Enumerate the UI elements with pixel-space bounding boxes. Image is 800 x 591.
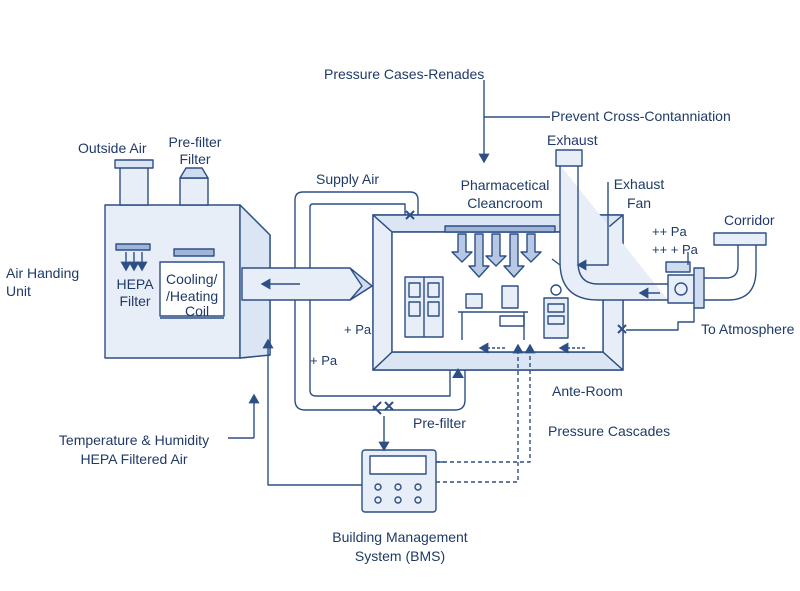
corridor-duct bbox=[693, 232, 767, 309]
label-plus-pa-1: ++ Pa bbox=[652, 224, 687, 239]
label-cooling-heating: Cooling/ /Heating bbox=[166, 271, 219, 304]
label-pa-1: + Pa bbox=[344, 322, 372, 337]
label-coil: Coil bbox=[185, 303, 210, 319]
bms-panel-icon bbox=[361, 449, 437, 513]
fan-icon bbox=[665, 261, 695, 304]
label-pressure-cascades: Pressure Cascades bbox=[548, 423, 671, 439]
label-exhaust-fan: Exhaust Fan bbox=[613, 176, 665, 211]
label-temp-humidity: Temperature & Humidity HEPA Filtered Air bbox=[58, 432, 210, 467]
label-corridor: Corridor bbox=[724, 212, 775, 228]
label-ante-room: Ante-Room bbox=[552, 383, 623, 399]
label-exhaust: Exhaust bbox=[547, 132, 598, 148]
label-air-handling-unit: Air Handing Unit bbox=[6, 265, 80, 299]
label-hepa-filter: HEPA Filter bbox=[116, 276, 154, 309]
label-pre-filter-bottom: Pre-filter bbox=[413, 415, 466, 431]
label-supply-air: Supply Air bbox=[316, 171, 380, 187]
label-pharma-cleanroom: Pharmacetical Cleancroom bbox=[460, 177, 550, 211]
label-prevent-cross: Prevent Cross-Contanniation bbox=[551, 108, 731, 124]
label-bms: Building Management System (BMS) bbox=[332, 529, 468, 564]
label-pressure-cases: Pressure Cases-Renades bbox=[324, 66, 485, 82]
exhaust-duct bbox=[555, 149, 668, 301]
label-pa-2: + Pa bbox=[310, 353, 338, 368]
supply-duct bbox=[241, 191, 466, 411]
label-pre-filter-top: Pre-filter Filter bbox=[168, 134, 222, 167]
label-plus-pa-2: ++ + Pa bbox=[652, 242, 698, 257]
air-handling-unit bbox=[104, 159, 271, 359]
label-outside-air: Outside Air bbox=[78, 140, 147, 156]
label-to-atmosphere: To Atmosphere bbox=[701, 321, 795, 337]
